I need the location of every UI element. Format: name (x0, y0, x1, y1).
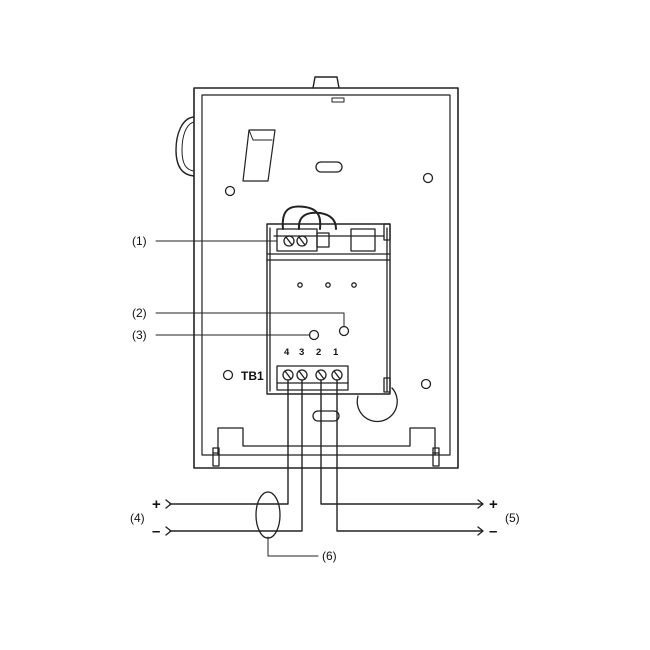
led-3 (351, 282, 357, 288)
terminal-block-label: TB1 (241, 369, 264, 383)
callout-4: (4) (130, 511, 145, 525)
callout-2: (2) (132, 306, 147, 320)
back-plate (175, 76, 459, 469)
hinge-cutouts (212, 427, 440, 467)
field-wiring (169, 379, 483, 532)
minus-left: – (152, 523, 160, 540)
indicator-3 (308, 329, 320, 341)
indicator-2 (338, 325, 350, 337)
mounting-holes (222, 172, 434, 390)
terminal-number-4: 4 (284, 347, 290, 358)
callout-5: (5) (505, 511, 520, 525)
minus-right: – (489, 523, 497, 540)
round-recess (356, 387, 398, 423)
cable-slot (242, 129, 276, 182)
callout-1: (1) (132, 234, 147, 248)
top-oval-hole (315, 161, 343, 173)
terminal-number-1: 1 (333, 347, 339, 358)
top-connector-screws (283, 235, 308, 247)
top-connector (276, 205, 376, 252)
plus-left: + (152, 496, 161, 513)
module-body (266, 223, 391, 395)
tb1-screws (282, 369, 343, 381)
terminal-number-2: 2 (316, 347, 321, 358)
tb1-block (276, 365, 349, 391)
callout-3: (3) (132, 328, 147, 342)
wire-arrows (165, 499, 484, 536)
plus-right: + (489, 496, 498, 513)
led-1 (297, 282, 303, 288)
cable-sheath (255, 491, 281, 539)
callout-6: (6) (322, 549, 337, 563)
bottom-oval-hole (312, 410, 340, 422)
terminal-number-3: 3 (299, 347, 304, 358)
led-2 (325, 282, 331, 288)
leader-lines (155, 240, 345, 557)
